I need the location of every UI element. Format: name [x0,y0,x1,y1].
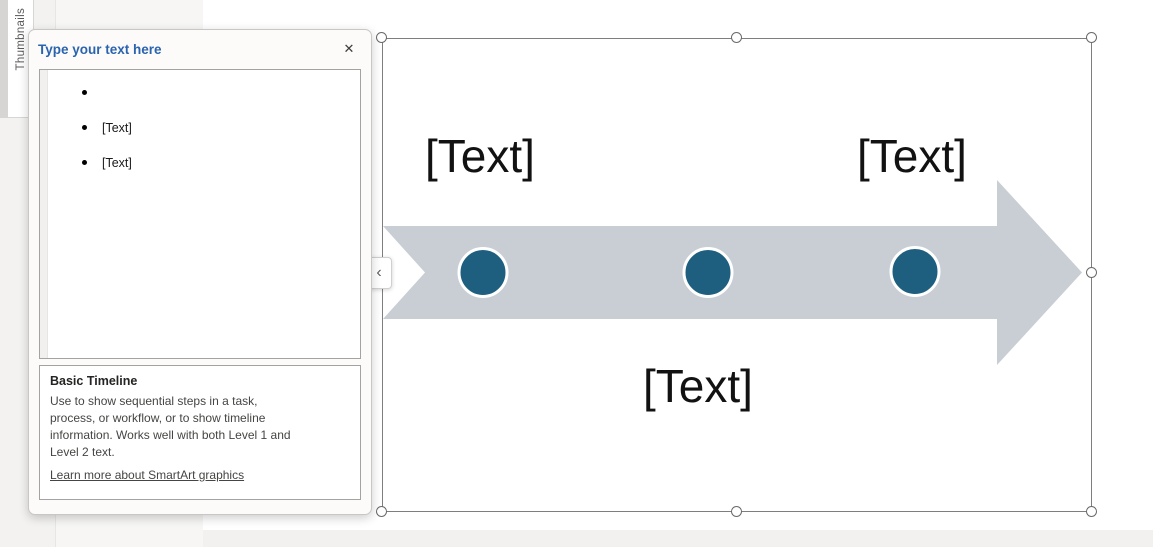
milestone-circle-1[interactable] [457,247,509,298]
outline-bullet-list: [Text] [Text] [40,70,360,180]
timeline-text-placeholder-3[interactable]: [Text] [643,360,753,412]
resize-handle-top-left[interactable] [376,32,387,43]
thumbnails-edge-strip [0,0,8,118]
timeline-text-placeholder-2[interactable]: [Text] [857,130,967,182]
timeline-text-placeholder-1[interactable]: [Text] [425,130,535,182]
thumbnails-label: Thumbnails [14,8,27,71]
bullet-item-2[interactable]: [Text] [82,110,360,145]
close-button[interactable]: ✕ [339,39,359,59]
text-entry-area[interactable]: [Text] [Text] [39,69,361,359]
milestone-circle-2[interactable] [682,247,734,298]
chevron-left-icon: ‹ [376,264,382,281]
smartart-graphic [383,180,1082,365]
milestone-circle-3[interactable] [889,246,941,297]
smartart-text-pane: Type your text here ✕ [Text] [Text] Basi… [28,29,372,515]
resize-handle-bottom-left[interactable] [376,506,387,517]
resize-handle-middle-right[interactable] [1086,267,1097,278]
bullet-item-3[interactable]: [Text] [82,145,360,180]
layout-name: Basic Timeline [50,374,138,388]
resize-handle-top-middle[interactable] [731,32,742,43]
resize-handle-top-right[interactable] [1086,32,1097,43]
canvas-bottom-margin [203,530,1153,547]
text-pane-header: Type your text here ✕ [29,30,371,68]
text-entry-gutter [40,70,48,358]
learn-more-link[interactable]: Learn more about SmartArt graphics [50,468,245,483]
layout-description: Use to show sequential steps in a task, … [50,394,291,460]
resize-handle-bottom-middle[interactable] [731,506,742,517]
layout-info-panel: Basic Timeline Use to show sequential st… [39,365,361,500]
text-pane-title: Type your text here [38,41,162,57]
close-icon: ✕ [343,41,355,56]
bullet-item-1[interactable] [82,75,360,110]
resize-handle-bottom-right[interactable] [1086,506,1097,517]
